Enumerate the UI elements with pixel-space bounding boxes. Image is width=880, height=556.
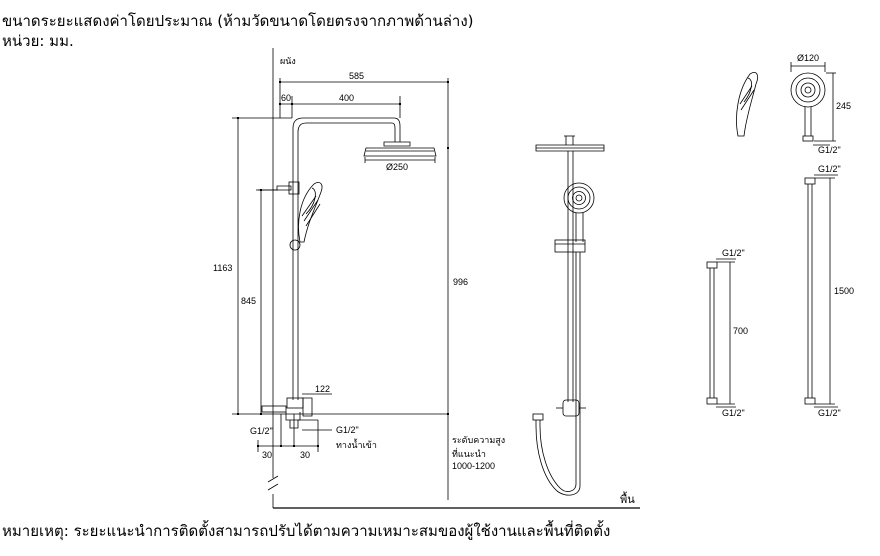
dim-122: 122 — [315, 384, 330, 394]
dim-hand-thread: G1/2" — [818, 145, 841, 155]
dim-30-left: 30 — [262, 450, 272, 460]
dim-30-right: 30 — [300, 450, 310, 460]
side-view — [232, 48, 640, 509]
floor-label: พื้น — [620, 491, 635, 506]
dim-996: 996 — [453, 277, 468, 287]
hose-1500 — [804, 174, 838, 408]
recommended-height-line1: ระดับความสูง — [452, 436, 505, 446]
dim-1500: 1500 — [834, 286, 854, 296]
dim-hand-head-diameter: Ø120 — [797, 53, 819, 63]
wall-label: ผนัง — [280, 57, 296, 67]
front-view — [532, 135, 605, 496]
hand-shower-detail — [736, 62, 836, 146]
dim-245: 245 — [836, 101, 851, 111]
dim-hose1-bottom-thread: G1/2" — [722, 408, 745, 418]
dim-700: 700 — [733, 326, 748, 336]
dim-60: 60 — [281, 93, 291, 103]
dim-400: 400 — [339, 93, 354, 103]
dim-845: 845 — [241, 296, 256, 306]
footer-note: หมายเหตุ: ระยะแนะนำการติดตั้งสามารถปรับไ… — [2, 522, 611, 540]
dim-inlet-thread: G1/2" — [336, 425, 359, 435]
recommended-height-line2: ที่แนะนำ — [452, 447, 486, 460]
header-note: ขนาดระยะแสดงค่าโดยประมาณ (ห้ามวัดขนาดโดย… — [2, 12, 474, 30]
dim-585: 585 — [349, 71, 364, 81]
dim-hose1-top-thread: G1/2" — [722, 248, 745, 258]
hose-700 — [706, 258, 736, 408]
water-inlet-label: ทางน้ำเข้า — [336, 438, 377, 451]
unit-label: หน่วย: มม. — [2, 32, 74, 50]
dim-rain-head-diameter: Ø250 — [386, 162, 408, 172]
dim-hose2-bottom-thread: G1/2" — [818, 408, 841, 418]
recommended-height-range: 1000-1200 — [452, 461, 495, 471]
dim-hose2-top-thread: G1/2" — [818, 164, 841, 174]
dim-left-thread: G1/2" — [250, 426, 273, 436]
dim-1163: 1163 — [213, 263, 232, 273]
